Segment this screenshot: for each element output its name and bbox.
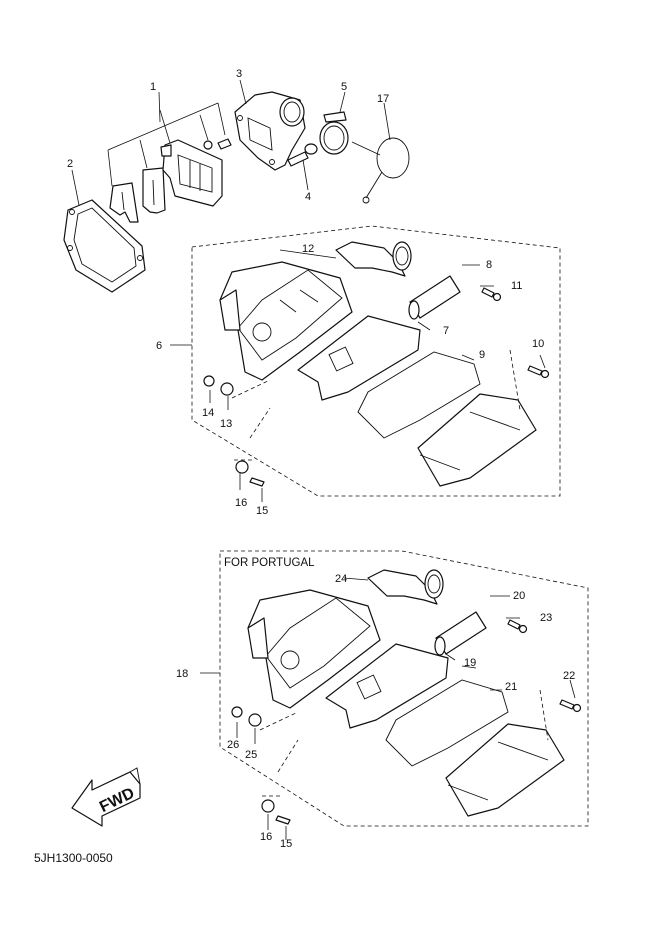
part-1-reed-valve	[160, 139, 223, 207]
part-16-washer-b	[261, 799, 275, 813]
part-24-intake-duct	[367, 569, 444, 605]
fwd-arrow-icon: FWD	[71, 767, 141, 827]
part-26-collar	[231, 706, 243, 718]
part-6-air-cleaner-case	[219, 261, 353, 381]
callout-8: 8	[486, 259, 492, 271]
part-7-filter-element	[297, 315, 421, 401]
part-20-intake-pipe	[434, 611, 487, 656]
reed-valve-group	[63, 79, 410, 293]
part-18-air-cleaner-cover	[445, 723, 565, 817]
callout-11: 11	[511, 280, 522, 292]
part-12-intake-duct	[335, 241, 412, 277]
callout-16a: 16	[235, 497, 247, 509]
callout-10: 10	[532, 338, 544, 350]
callout-6: 6	[156, 340, 162, 352]
part-23-screw	[507, 619, 528, 634]
callout-26: 26	[227, 739, 239, 751]
callout-20: 20	[513, 590, 525, 602]
part-19-filter-element	[325, 643, 449, 729]
callout-21: 21	[505, 681, 517, 693]
callout-17: 17	[377, 93, 389, 105]
part-25-grommet	[248, 713, 262, 727]
callout-9: 9	[479, 349, 485, 361]
part-11-screw	[481, 287, 502, 302]
callout-15a: 15	[256, 505, 268, 517]
part-4-bolt	[287, 143, 318, 167]
air-cleaner-group-portugal	[200, 550, 589, 840]
callout-5: 5	[341, 81, 347, 93]
part-1-reed-petals	[109, 167, 166, 223]
callout-14: 14	[202, 407, 214, 419]
part-21-seal	[385, 679, 509, 767]
part-1-nut-screw	[203, 138, 232, 150]
part-15-bolt-b	[275, 815, 291, 825]
part-9-seal	[357, 351, 481, 439]
drawing-code: 5JH1300-0050	[34, 851, 113, 865]
part-14-collar	[203, 375, 215, 387]
part-22-screw	[559, 699, 582, 713]
part-3-intake-manifold	[234, 91, 306, 171]
callout-12: 12	[302, 243, 314, 255]
part-8-intake-pipe	[408, 275, 461, 320]
callout-18: 18	[176, 668, 188, 680]
part-18-air-cleaner-case	[247, 589, 381, 709]
callout-24: 24	[335, 573, 347, 585]
part-6-air-cleaner-cover	[417, 393, 537, 487]
callout-13: 13	[220, 418, 232, 430]
callout-19: 19	[464, 657, 476, 669]
callout-15b: 15	[280, 838, 292, 850]
callout-7: 7	[443, 325, 449, 337]
callout-22: 22	[563, 670, 575, 682]
air-cleaner-group	[170, 225, 561, 502]
part-17-spring-clip	[351, 137, 410, 204]
callout-16b: 16	[260, 831, 272, 843]
callout-4: 4	[305, 191, 311, 203]
part-16-washer	[235, 460, 249, 474]
part-10-screw	[527, 365, 550, 379]
callout-23: 23	[540, 612, 552, 624]
part-15-bolt	[249, 477, 265, 487]
callout-1: 1	[150, 81, 156, 93]
note-for-portugal: FOR PORTUGAL	[224, 557, 315, 569]
callout-2: 2	[67, 158, 73, 170]
part-13-grommet	[220, 382, 234, 396]
callout-25: 25	[245, 749, 257, 761]
part-5-clamp	[319, 111, 349, 155]
part-2-gasket	[63, 199, 146, 293]
callout-3: 3	[236, 68, 242, 80]
